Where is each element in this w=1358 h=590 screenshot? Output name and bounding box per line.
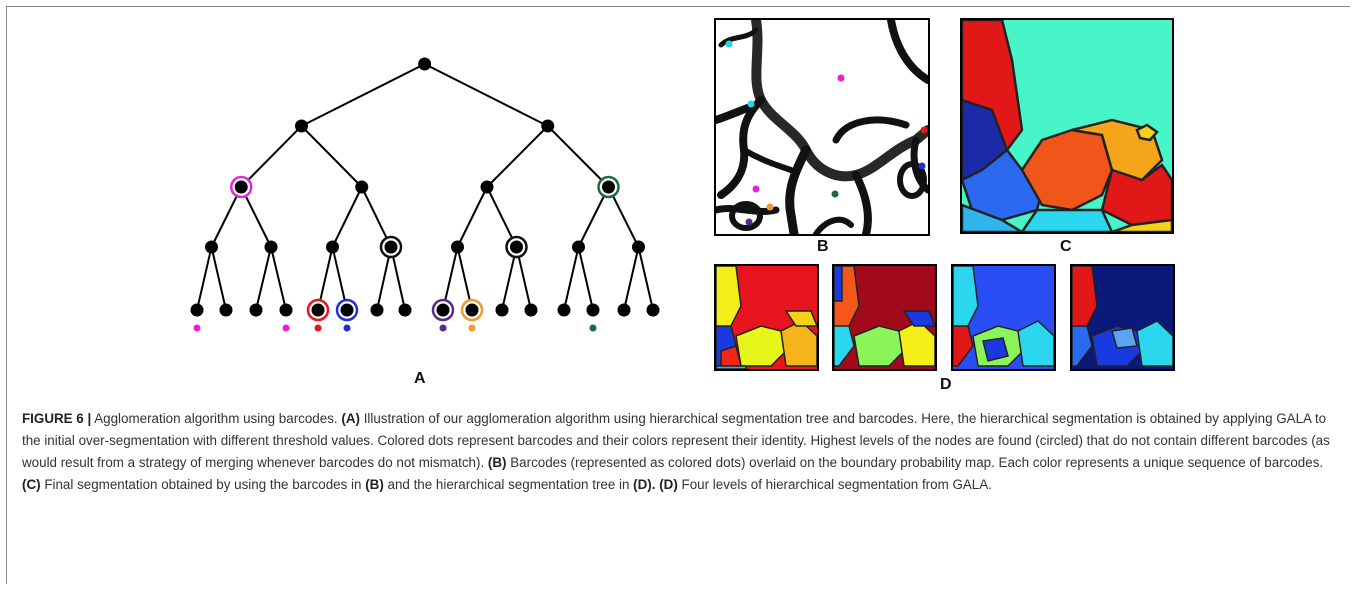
tree-leaf: [617, 303, 631, 317]
caption-d-label: (D): [659, 477, 678, 492]
barcode-dot: [837, 74, 845, 82]
tree-edge: [270, 246, 287, 311]
tree-leaf: [495, 303, 509, 317]
hierarchical-tree: [190, 57, 660, 332]
tree-node: [384, 240, 398, 254]
barcode-dot: [766, 203, 774, 211]
tree-leaf: [465, 303, 479, 317]
tree-node: [632, 240, 645, 254]
tree-node: [295, 119, 308, 133]
barcode-dot: [589, 324, 597, 332]
panel-c-image: [962, 20, 1172, 232]
boundary-probability-map: [714, 18, 930, 236]
caption-c-mid: and the hierarchical segmentation tree i…: [387, 477, 630, 492]
barcode-dot: [468, 324, 476, 332]
caption-title: Agglomeration algorithm using barcodes.: [94, 411, 338, 426]
caption-a-label: (A): [341, 411, 360, 426]
tree-node: [234, 180, 248, 194]
tree-edge: [301, 63, 426, 127]
tree-edge: [424, 63, 549, 127]
tree-node: [572, 240, 585, 254]
tree-node: [602, 180, 615, 194]
barcode-dot: [831, 190, 839, 198]
segmentation-level-1: [714, 264, 819, 371]
barcode-dot: [725, 40, 733, 48]
barcode-dot: [747, 100, 755, 108]
tree-leaf: [398, 303, 412, 317]
tree-node: [264, 240, 278, 254]
barcode-dot: [752, 185, 760, 193]
tree-leaf: [370, 303, 384, 317]
caption-d-text: Four levels of hierarchical segmentation…: [681, 477, 992, 492]
tree-node: [510, 240, 523, 254]
tree-node: [205, 240, 218, 254]
barcode-dot: [193, 324, 201, 332]
segmentation-level-4: [1070, 264, 1175, 371]
tree-leaf: [249, 303, 263, 317]
caption-c-ref-d: (D).: [633, 477, 656, 492]
tree-edge: [331, 186, 363, 248]
barcode-dot: [918, 162, 926, 170]
tree-leaf: [279, 303, 293, 317]
tree-node: [541, 119, 555, 133]
barcode-dot: [314, 324, 322, 332]
figure-caption: FIGURE 6 | Agglomeration algorithm using…: [22, 408, 1338, 496]
tree-leaf: [219, 303, 233, 317]
caption-c-ref-b: (B): [365, 477, 384, 492]
caption-c-label: (C): [22, 477, 41, 492]
tree-edge: [563, 246, 580, 311]
tree-edge: [255, 246, 272, 311]
tree-edge: [623, 246, 640, 311]
panel-label-d: D: [940, 376, 952, 393]
final-segmentation: [960, 18, 1174, 234]
tree-leaf: [190, 303, 204, 317]
panel-label-a: A: [414, 370, 426, 387]
tree-leaf: [311, 303, 325, 317]
tree-leaf: [557, 303, 571, 317]
barcode-dot: [745, 218, 753, 226]
tree-edge: [547, 125, 610, 188]
tree-edge: [300, 125, 363, 188]
segmentation-level-3: [951, 264, 1056, 371]
barcode-dot: [920, 126, 928, 134]
tree-edge: [456, 186, 488, 248]
tree-edge: [577, 246, 594, 311]
caption-b-label: (B): [487, 455, 507, 470]
barcode-dot: [343, 324, 351, 332]
tree-leaf: [436, 303, 450, 317]
tree-leaf: [646, 303, 660, 317]
panel-b-image: [716, 20, 928, 234]
tree-node: [355, 180, 369, 194]
tree-leaf: [340, 303, 354, 317]
tree-leaf: [586, 303, 600, 317]
tree-edge: [196, 246, 213, 311]
panel-label-c: C: [1060, 238, 1072, 255]
caption-b-text: Barcodes (represented as colored dots) o…: [510, 455, 1324, 470]
tree-node: [326, 240, 339, 254]
tree-node: [418, 57, 432, 71]
figure-frame: [6, 6, 1350, 584]
tree-node: [480, 180, 494, 194]
caption-a-text: Illustration of our agglomeration algori…: [22, 411, 1330, 470]
caption-c-text: Final segmentation obtained by using the…: [44, 477, 362, 492]
barcode-dot: [439, 324, 447, 332]
caption-figure-number: FIGURE 6 |: [22, 411, 92, 426]
tree-edge: [637, 246, 654, 311]
tree-leaf: [524, 303, 538, 317]
tree-node: [451, 240, 464, 254]
tree-edge: [486, 125, 549, 188]
tree-edge: [240, 125, 303, 188]
tree-edge: [210, 246, 227, 311]
panel-label-b: B: [817, 238, 829, 255]
barcode-dot: [282, 324, 290, 332]
segmentation-level-2: [832, 264, 937, 371]
